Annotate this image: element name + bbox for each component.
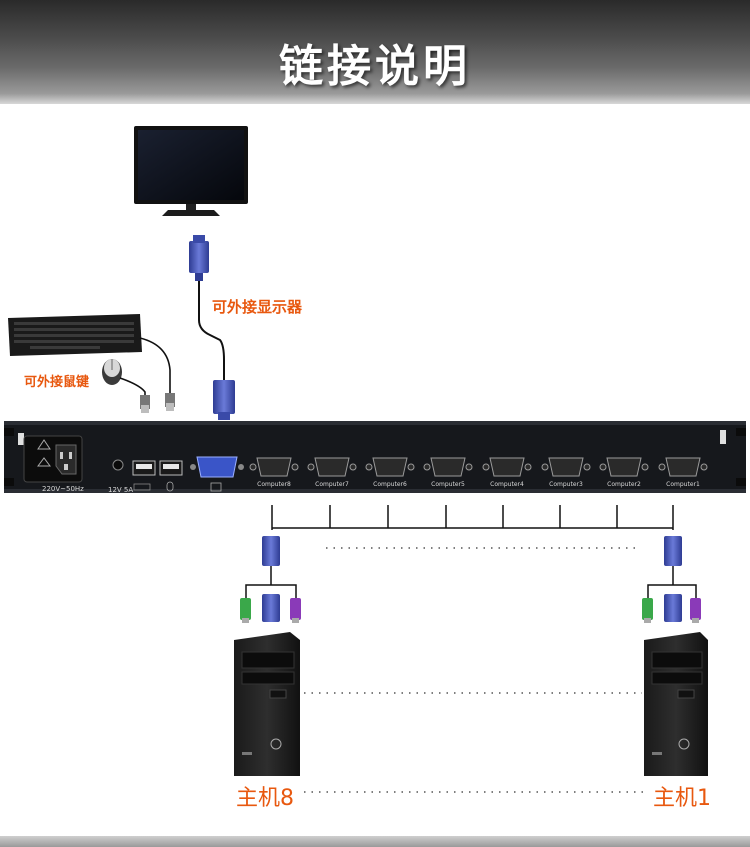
port-label-computer1: Computer1 xyxy=(666,481,700,488)
keyboard-mouse-label: 可外接鼠键 xyxy=(24,375,90,390)
device-vga-plug xyxy=(213,380,235,420)
usb-port-1 xyxy=(132,460,156,476)
usb-plug-keyboard xyxy=(165,393,175,411)
power-rating-label: 220V~50Hz xyxy=(42,485,84,493)
computer3-port xyxy=(541,457,591,477)
computer8-port xyxy=(249,457,299,477)
port-label-computer8: Computer8 xyxy=(257,481,291,488)
usb-plug-mouse xyxy=(140,395,150,413)
host8-label: 主机8 xyxy=(236,786,294,811)
port-label-computer7: Computer7 xyxy=(315,481,349,488)
page-title: 链接说明 xyxy=(279,41,471,92)
host1-cable-bundle xyxy=(642,536,701,623)
host8-tower-icon xyxy=(234,632,300,776)
mouse-symbol-icon xyxy=(166,481,174,492)
keyboard-icon xyxy=(8,314,142,356)
power-inlet xyxy=(23,435,83,483)
port-label-computer6: Computer6 xyxy=(373,481,407,488)
port-label-computer2: Computer2 xyxy=(607,481,641,488)
monitor-cable xyxy=(198,281,225,385)
mouse-cable xyxy=(119,377,146,398)
computer5-port xyxy=(423,457,473,477)
kvm-device: 220V~50Hz 12V 5A xyxy=(4,421,746,494)
host1-label: 主机1 xyxy=(653,786,711,811)
computer6-port xyxy=(365,457,415,477)
mouse-icon xyxy=(102,359,122,385)
dc-rating-label: 12V 5A xyxy=(108,486,133,494)
header-banner xyxy=(0,0,750,104)
keyboard-cable xyxy=(139,337,171,395)
port-label-computer5: Computer5 xyxy=(431,481,465,488)
port-label-computer4: Computer4 xyxy=(490,481,524,488)
vga-out-port xyxy=(190,456,244,478)
monitor-label: 可外接显示器 xyxy=(212,298,303,316)
computer7-port xyxy=(307,457,357,477)
usb-port-2 xyxy=(159,460,183,476)
host8-cable-bundle xyxy=(240,536,301,623)
footer-bar xyxy=(0,836,750,847)
computer1-port xyxy=(658,457,708,477)
host1-tower-icon xyxy=(644,632,708,776)
port-label-computer3: Computer3 xyxy=(549,481,583,488)
computer4-port xyxy=(482,457,532,477)
monitor-icon xyxy=(134,126,248,216)
monitor-symbol-icon xyxy=(210,482,222,492)
monitor-vga-connector xyxy=(189,235,209,281)
computer2-port xyxy=(599,457,649,477)
dc-jack xyxy=(112,459,124,471)
port-bus-lines xyxy=(271,505,674,530)
